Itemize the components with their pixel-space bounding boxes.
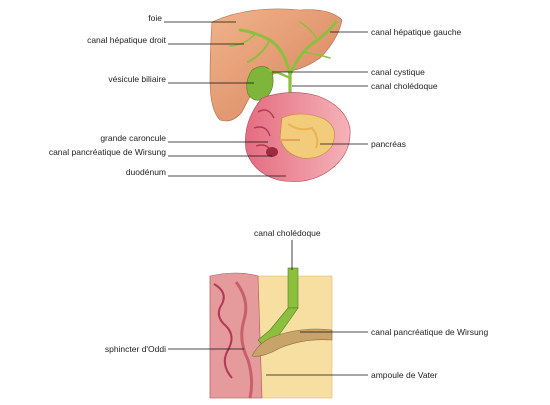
gallbladder [246, 66, 291, 101]
label-cystic-duct: canal cystique [371, 67, 425, 77]
papilla [266, 147, 278, 157]
label-right-hepatic-duct: canal hépatique droit [87, 35, 166, 45]
ampulla-wirsung-duct [251, 328, 333, 357]
label-vater-ampulla: ampoule de Vater [371, 370, 438, 380]
label-duodenum: duodénum [125, 167, 166, 177]
label-major-papilla: grande caroncule [100, 133, 166, 143]
pancreas [279, 113, 335, 159]
label-bottom-common-bile-duct: canal cholédoque [254, 228, 321, 238]
label-gallbladder: vésicule biliaire [108, 74, 166, 84]
label-left-hepatic-duct: canal hépatique gauche [371, 27, 462, 37]
label-wirsung-duct: canal pancréatique de Wirsung [48, 147, 166, 157]
label-liver: foie [148, 13, 162, 23]
label-common-bile-duct: canal cholédoque [371, 81, 438, 91]
label-bottom-wirsung-duct: canal pancréatique de Wirsung [371, 327, 489, 337]
label-pancreas: pancréas [371, 139, 406, 149]
label-oddi-sphincter: sphincter d'Oddi [104, 344, 166, 354]
